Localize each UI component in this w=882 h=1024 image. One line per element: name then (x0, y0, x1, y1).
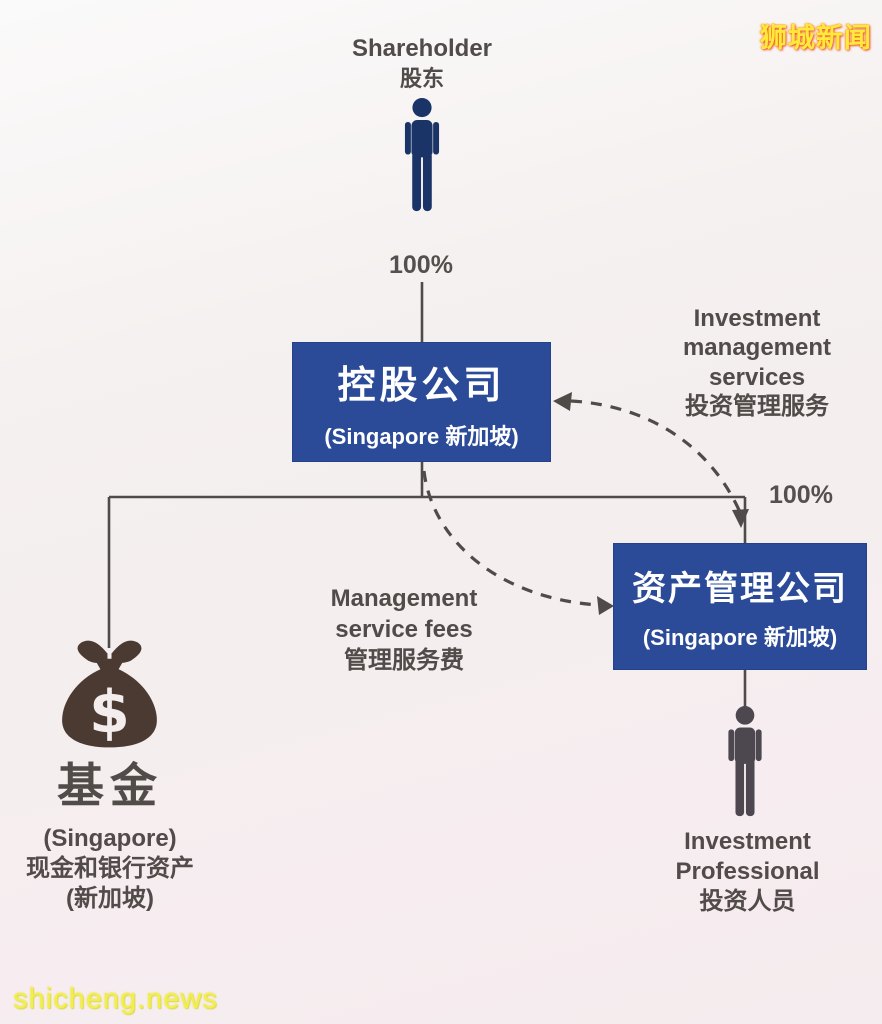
investment-services-line2: management (682, 334, 832, 362)
dollar-sign: $ (89, 678, 130, 746)
holding-company-name: 控股公司 (337, 364, 506, 407)
asset-management-company-location: (Singapore 新加坡) (642, 625, 838, 650)
ownership-top-percentage: 100% (389, 251, 453, 279)
investment-professional-label: Investment Professional 投资人员 (650, 827, 845, 917)
ownership-right-percentage: 100% (769, 481, 833, 509)
fund-line4: (新加坡) (66, 884, 154, 912)
fund-line2: (Singapore) (43, 824, 177, 852)
money-bag-icon: $ (49, 634, 170, 758)
arrowhead-into-asset-top (732, 509, 749, 528)
arrowhead-into-asset-left (597, 596, 614, 615)
watermark-shicheng-url: shicheng.news (13, 983, 218, 1015)
shareholder-label: Shareholder 股东 (302, 34, 542, 93)
holding-company-box: 控股公司 (Singapore 新加坡) (292, 342, 551, 462)
management-fees-line1: Management (330, 585, 478, 612)
shareholder-person-icon (399, 98, 445, 213)
fund-name-zh: 基金 (57, 759, 163, 812)
investment-professional-person-icon (721, 706, 769, 818)
watermark-shicheng-logo: 狮城新闻 (760, 23, 872, 53)
investment-professional-line2: Professional (675, 858, 820, 885)
management-fees-label: Management service fees 管理服务费 (304, 583, 504, 677)
asset-management-company-name: 资产管理公司 (632, 570, 848, 608)
dashed-arc-investment-services (570, 399, 741, 511)
holding-company-location: (Singapore 新加坡) (324, 423, 519, 449)
shareholder-label-zh: 股东 (399, 66, 444, 92)
fund-label: 基金 (Singapore) 现金和银行资产 (新加坡) (0, 757, 220, 914)
investment-professional-line3: 投资人员 (699, 888, 796, 915)
asset-management-company-box: 资产管理公司 (Singapore 新加坡) (613, 543, 867, 670)
investment-services-line3: services (708, 363, 806, 391)
investment-services-label: Investment management services 投资管理服务 (657, 304, 857, 421)
shareholder-label-en: Shareholder (351, 35, 493, 62)
arrowhead-into-holding (553, 392, 572, 411)
dashed-arc-management-fees (422, 470, 599, 607)
management-fees-line2: service fees (335, 616, 473, 644)
management-fees-line3: 管理服务费 (344, 647, 464, 675)
investment-professional-line1: Investment (684, 828, 811, 855)
fund-line3: 现金和银行资产 (26, 854, 194, 882)
investment-services-line1: Investment (693, 305, 821, 332)
investment-services-line4: 投资管理服务 (685, 392, 829, 420)
